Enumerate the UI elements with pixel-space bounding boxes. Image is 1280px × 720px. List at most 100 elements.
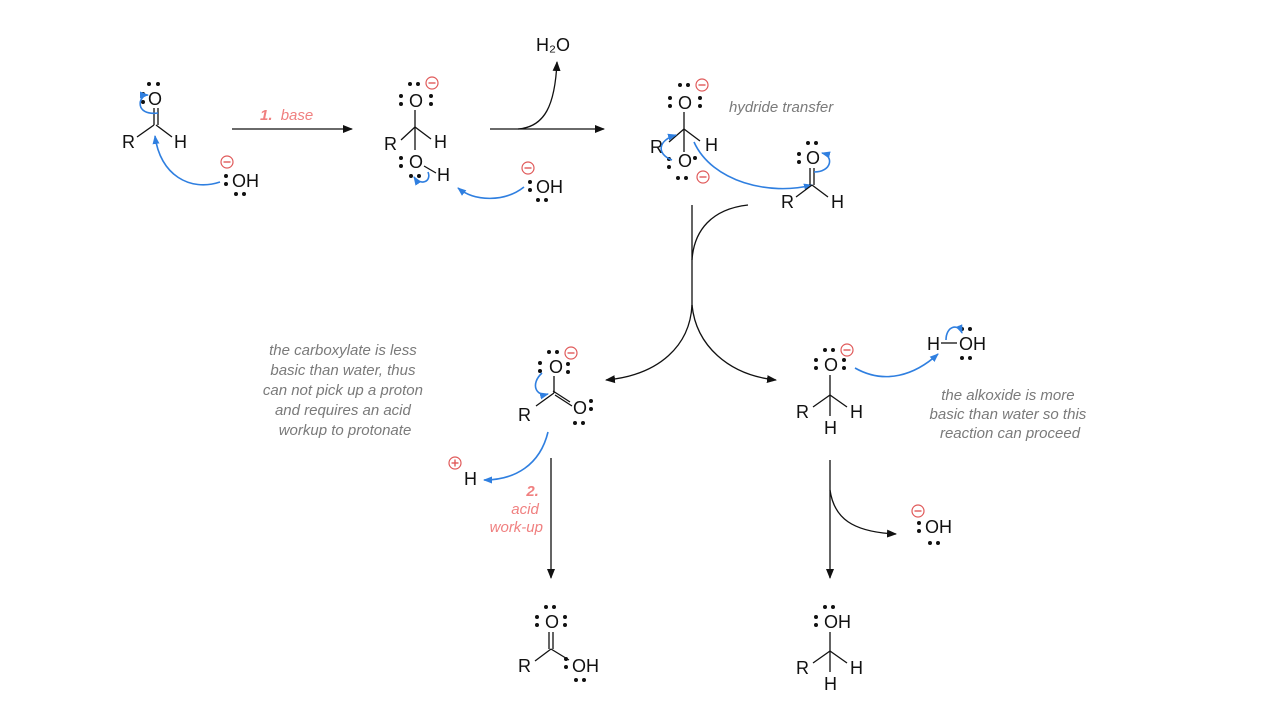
atom-r: R (518, 405, 531, 425)
atom-o: O (549, 357, 563, 377)
hydride-transfer-label: hydride transfer (729, 99, 834, 116)
electron-arrow-oh-bond (945, 324, 963, 341)
alcohol-molecule: OH R H H (796, 605, 863, 694)
hydroxide-released: OH (911, 504, 952, 545)
lone-pair-dot (224, 174, 228, 178)
lone-pair-dot (544, 198, 548, 202)
negative-charge-icon (220, 155, 234, 169)
atom-h: H (437, 165, 450, 185)
lone-pair-dot (678, 83, 682, 87)
lone-pair-dot (589, 399, 593, 403)
svg-text:1. base: 1. base (260, 107, 313, 124)
negative-charge-icon (696, 170, 710, 184)
lone-pair-dot (538, 361, 542, 365)
lone-pair-dot (399, 164, 403, 168)
lone-pair-dot (693, 156, 697, 160)
lone-pair-dot (552, 605, 556, 609)
atom-h: H (434, 132, 447, 152)
lone-pair-dot (842, 366, 846, 370)
acceptor-aldehyde: O R H (781, 141, 844, 212)
lone-pair-dot (814, 141, 818, 145)
bond-c-h (155, 124, 173, 138)
atom-oh: OH (925, 517, 952, 537)
lone-pair-dot (831, 605, 835, 609)
atom-o: O (806, 148, 820, 168)
lone-pair-dot (141, 100, 145, 104)
atom-h: H (850, 402, 863, 422)
lone-pair-dot (417, 174, 421, 178)
negative-charge-icon (911, 504, 925, 518)
lone-pair-dot (564, 657, 568, 661)
lone-pair-dot (917, 521, 921, 525)
aldehyde-molecule: O R H (122, 82, 187, 152)
lone-pair-dot (409, 174, 413, 178)
alkoxide-note: the alkoxide is more basic than water so… (930, 387, 1091, 442)
step-2-number: 2. (525, 483, 539, 500)
lone-pair-dot (535, 623, 539, 627)
lone-pair-dot (698, 104, 702, 108)
atom-h: H (705, 135, 718, 155)
lone-pair-dot (581, 421, 585, 425)
atom-h: H (831, 192, 844, 212)
lone-pair-dot (668, 104, 672, 108)
lone-pair-dot (563, 615, 567, 619)
lone-pair-dot (684, 176, 688, 180)
lone-pair-dot (563, 623, 567, 627)
lone-pair-dot (528, 188, 532, 192)
atom-oh: OH (572, 656, 599, 676)
lone-pair-dot (555, 350, 559, 354)
lone-pair-dot (698, 96, 702, 100)
electron-arrow-hydride-shift (693, 141, 813, 191)
electron-arrow-oh-bond (413, 171, 430, 186)
electron-arrow-reform-carbonyl (660, 133, 677, 161)
atom-o: O (148, 89, 162, 109)
arrow-to-alkoxide (691, 304, 777, 384)
lone-pair-dot (842, 358, 846, 362)
lone-pair-dot (960, 356, 964, 360)
atom-o: O (573, 398, 587, 418)
lone-pair-dot (242, 192, 246, 196)
carboxylic-acid-molecule: O R OH (518, 605, 599, 682)
electron-arrow-alkoxide-to-h (854, 353, 939, 378)
lone-pair-dot (831, 348, 835, 352)
atom-oh: OH (824, 612, 851, 632)
bond-c-r (136, 124, 155, 138)
lone-pair-dot (814, 366, 818, 370)
lone-pair-dot (823, 348, 827, 352)
atom-oh: OH (959, 334, 986, 354)
negative-charge-icon (840, 343, 854, 357)
lone-pair-dot (668, 96, 672, 100)
carboxylate-note: the carboxylate is less basic than water… (263, 342, 427, 439)
step-2-arrow: 2. acid work-up (490, 458, 555, 579)
branching-arrow (605, 204, 777, 384)
negative-charge-icon (695, 78, 709, 92)
lone-pair-dot (968, 327, 972, 331)
lone-pair-dot (928, 541, 932, 545)
lone-pair-dot (544, 605, 548, 609)
electron-arrow-deprotonation (457, 186, 525, 200)
deprotonation-arrow: H₂O (490, 35, 605, 133)
step-1-text: base (281, 107, 314, 124)
lone-pair-dot (399, 94, 403, 98)
water-label: H₂O (536, 35, 570, 55)
tetrahedral-intermediate: O R H O H (384, 76, 450, 186)
negative-charge-icon (425, 76, 439, 90)
lone-pair-dot (399, 156, 403, 160)
electron-arrow-protonation (483, 431, 549, 484)
atom-r: R (650, 137, 663, 157)
hydroxide-branch-arrow (829, 489, 897, 538)
atom-r: R (781, 192, 794, 212)
lone-pair-dot (566, 370, 570, 374)
lone-pair-dot (582, 678, 586, 682)
hydroxide-2: OH (457, 161, 563, 202)
atom-r: R (384, 134, 397, 154)
atom-h: H (824, 418, 837, 438)
atom-r: R (122, 132, 135, 152)
atom-h: H (464, 469, 477, 489)
hydroxide-1: OH (152, 135, 259, 196)
atom-o: O (545, 612, 559, 632)
lone-pair-dot (917, 529, 921, 533)
lone-pair-dot (429, 94, 433, 98)
lone-pair-dot (814, 358, 818, 362)
lone-pair-dot (667, 165, 671, 169)
